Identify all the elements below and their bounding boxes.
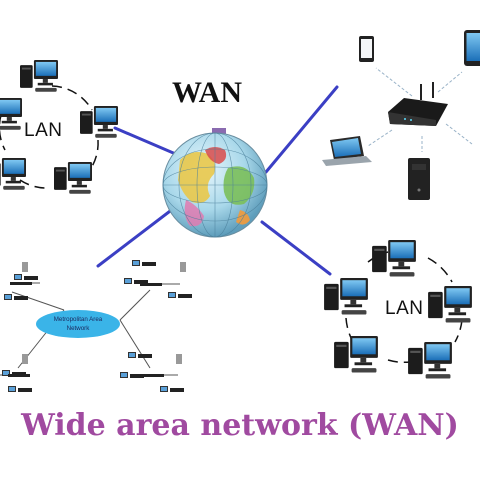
switch-icon: [140, 283, 162, 286]
tablet-icon: [464, 30, 480, 66]
laptop-icon: [322, 136, 372, 166]
wireless-router-icon: [388, 82, 448, 126]
desktop-computer-icon: [0, 98, 22, 130]
smartphone-icon: [359, 36, 374, 62]
man-label-line1: Metropolitan Area: [54, 316, 103, 323]
workstation-icon: [132, 260, 156, 266]
man-cluster: Metropolitan Area Network: [0, 260, 192, 392]
desktop-computer-icon: [408, 342, 452, 379]
pc-tower-icon: [408, 158, 430, 200]
wireless-cluster: [322, 30, 480, 200]
workstation-icon: [160, 386, 184, 392]
wan-title: WAN: [171, 76, 242, 109]
desktop-computer-icon: [324, 278, 368, 315]
link-top-left-lan: [113, 126, 180, 157]
desktop-computer-icon: [372, 240, 416, 277]
lan-bottom-right: [324, 240, 472, 379]
workstation-icon: [120, 372, 144, 378]
mobile-device-icon: [180, 262, 186, 272]
desktop-computer-icon: [80, 106, 118, 138]
switch-icon: [142, 374, 164, 377]
link-bottom-left-man: [96, 203, 180, 268]
mobile-device-icon: [176, 354, 182, 364]
lan-label-right: LAN: [385, 298, 424, 319]
man-label-line2: Network: [67, 325, 91, 332]
workstation-icon: [168, 292, 192, 298]
lan-top-left: [0, 60, 118, 194]
wan-links: [96, 85, 339, 276]
link-top-right-wireless: [264, 85, 339, 174]
desktop-computer-icon: [0, 158, 26, 190]
switch-icon: [10, 282, 32, 285]
desktop-computer-icon: [20, 60, 58, 92]
lan-label-left: LAN: [24, 120, 63, 141]
link-bottom-right-lan: [260, 220, 332, 276]
desktop-computer-icon: [334, 336, 378, 373]
workstation-icon: [8, 386, 32, 392]
diagram-caption: Wide area network (WAN): [21, 408, 459, 443]
globe-icon: [162, 128, 268, 238]
mobile-device-icon: [22, 262, 28, 272]
man-network-ellipse: [36, 310, 120, 338]
mobile-device-icon: [22, 354, 28, 364]
desktop-computer-icon: [428, 286, 472, 323]
workstation-icon: [4, 294, 28, 300]
workstation-icon: [14, 274, 38, 280]
switch-icon: [8, 374, 30, 377]
desktop-computer-icon: [54, 162, 92, 194]
